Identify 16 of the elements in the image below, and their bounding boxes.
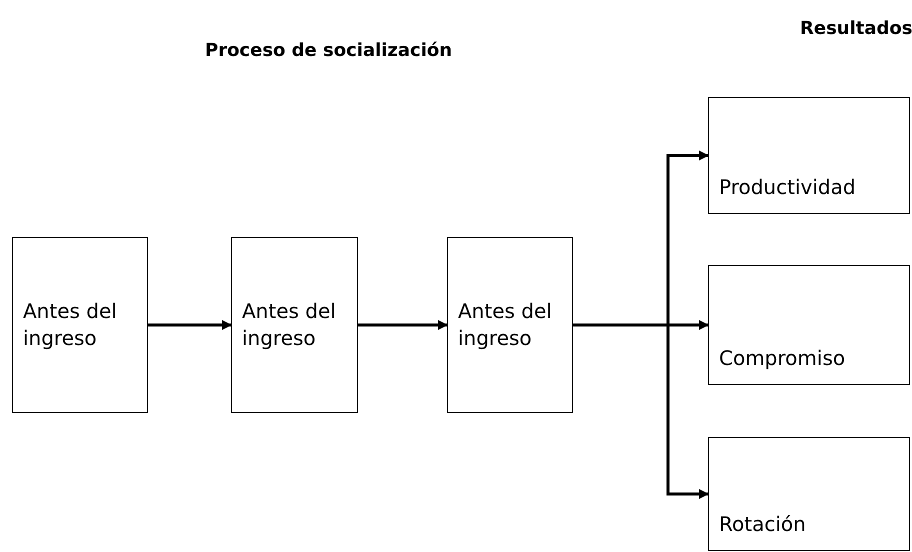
process-box <box>708 437 910 551</box>
process-box <box>708 97 910 214</box>
box-label: Compromiso <box>719 345 846 372</box>
box-label: Rotación <box>719 511 807 538</box>
box-label: Antes del ingreso <box>242 298 337 352</box>
box-label: Productividad <box>719 174 857 201</box>
heading: Resultados <box>800 18 912 39</box>
process-box <box>708 265 910 385</box>
process-box <box>12 237 148 413</box>
process-box <box>447 237 573 413</box>
arrow <box>358 320 448 330</box>
process-box <box>231 237 358 413</box>
arrow <box>148 320 232 330</box>
title: Proceso de socialización <box>205 40 452 61</box>
box-label: Antes del ingreso <box>458 298 553 352</box>
box-label: Antes del ingreso <box>23 298 118 352</box>
